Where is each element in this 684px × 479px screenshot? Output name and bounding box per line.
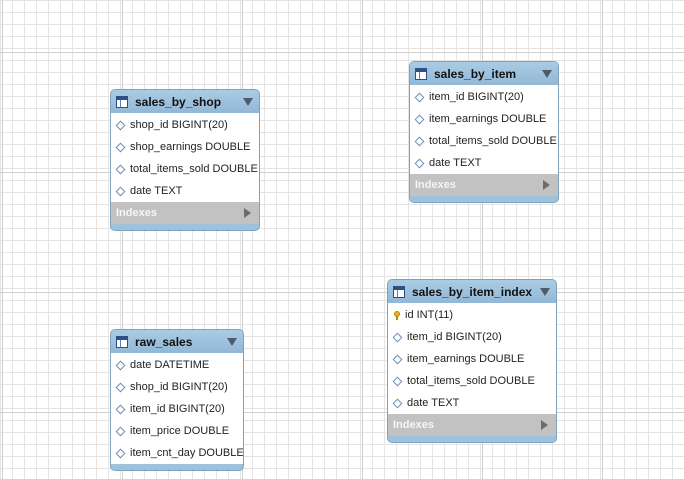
diamond-icon (115, 360, 126, 370)
collapse-triangle-icon[interactable] (542, 69, 552, 78)
table-footer (410, 196, 558, 202)
column-label: item_earnings DOUBLE (429, 113, 547, 125)
table-title: sales_by_shop (135, 94, 222, 109)
diamond-icon (115, 120, 126, 130)
column-list: shop_id BIGINT(20) shop_earnings DOUBLE … (111, 113, 259, 202)
table-header[interactable]: sales_by_item_index (388, 280, 556, 303)
column-row[interactable]: shop_id BIGINT(20) (111, 376, 243, 398)
indexes-label: Indexes (415, 179, 456, 191)
column-row[interactable]: id INT(11) (388, 304, 556, 326)
diamond-icon (414, 114, 425, 124)
column-label: id INT(11) (405, 309, 454, 321)
column-row[interactable]: total_items_sold DOUBLE (410, 130, 558, 152)
column-row[interactable]: item_id BIGINT(20) (410, 86, 558, 108)
table-footer (111, 464, 243, 470)
key-icon (394, 310, 400, 320)
table-sales-by-shop[interactable]: sales_by_shop shop_id BIGINT(20) shop_ea… (110, 89, 260, 231)
column-row[interactable]: total_items_sold DOUBLE (111, 158, 259, 180)
diamond-icon (414, 92, 425, 102)
diamond-icon (115, 382, 126, 392)
diamond-icon (115, 142, 126, 152)
column-label: shop_id BIGINT(20) (130, 381, 228, 393)
diamond-icon (115, 164, 126, 174)
table-title: raw_sales (135, 334, 193, 349)
column-row[interactable]: date TEXT (111, 180, 259, 202)
column-row[interactable]: item_earnings DOUBLE (410, 108, 558, 130)
table-raw-sales[interactable]: raw_sales date DATETIME shop_id BIGINT(2… (110, 329, 244, 471)
diamond-icon (392, 376, 403, 386)
table-sales-by-item[interactable]: sales_by_item item_id BIGINT(20) item_ea… (409, 61, 559, 203)
column-label: date TEXT (429, 157, 482, 169)
table-title: sales_by_item (434, 66, 517, 81)
column-label: date TEXT (130, 185, 183, 197)
column-label: item_price DOUBLE (130, 425, 230, 437)
column-row[interactable]: item_cnt_day DOUBLE (111, 442, 243, 464)
column-label: item_id BIGINT(20) (130, 403, 225, 415)
diamond-icon (115, 404, 126, 414)
column-label: item_cnt_day DOUBLE (130, 447, 244, 459)
indexes-label: Indexes (393, 419, 434, 431)
table-icon (415, 67, 427, 80)
table-header[interactable]: sales_by_shop (111, 90, 259, 113)
diamond-icon (414, 158, 425, 168)
table-footer (111, 224, 259, 230)
column-row[interactable]: date TEXT (388, 392, 556, 414)
expand-triangle-icon[interactable] (541, 420, 548, 430)
diamond-icon (115, 448, 126, 458)
table-sales-by-item-index[interactable]: sales_by_item_index id INT(11) item_id B… (387, 279, 557, 443)
expand-triangle-icon[interactable] (543, 180, 550, 190)
column-label: total_items_sold DOUBLE (429, 135, 557, 147)
column-label: shop_earnings DOUBLE (130, 141, 251, 153)
table-header[interactable]: raw_sales (111, 330, 243, 353)
table-icon (393, 285, 405, 298)
column-label: date DATETIME (130, 359, 210, 371)
column-label: item_earnings DOUBLE (407, 353, 525, 365)
diamond-icon (392, 354, 403, 364)
table-footer (388, 436, 556, 442)
column-label: item_id BIGINT(20) (429, 91, 524, 103)
indexes-section[interactable]: Indexes (410, 174, 558, 196)
indexes-section[interactable]: Indexes (388, 414, 556, 436)
column-row[interactable]: item_id BIGINT(20) (388, 326, 556, 348)
diamond-icon (392, 398, 403, 408)
diamond-icon (392, 332, 403, 342)
column-label: item_id BIGINT(20) (407, 331, 502, 343)
column-row[interactable]: date TEXT (410, 152, 558, 174)
column-row[interactable]: total_items_sold DOUBLE (388, 370, 556, 392)
indexes-label: Indexes (116, 207, 157, 219)
collapse-triangle-icon[interactable] (243, 97, 253, 106)
column-list: date DATETIME shop_id BIGINT(20) item_id… (111, 353, 243, 464)
column-row[interactable]: shop_earnings DOUBLE (111, 136, 259, 158)
diamond-icon (115, 426, 126, 436)
table-title: sales_by_item_index (412, 284, 533, 299)
diamond-icon (115, 186, 126, 196)
collapse-triangle-icon[interactable] (227, 337, 237, 346)
column-row[interactable]: item_earnings DOUBLE (388, 348, 556, 370)
column-list: item_id BIGINT(20) item_earnings DOUBLE … (410, 85, 558, 174)
table-header[interactable]: sales_by_item (410, 62, 558, 85)
indexes-section[interactable]: Indexes (111, 202, 259, 224)
column-row[interactable]: date DATETIME (111, 354, 243, 376)
column-label: total_items_sold DOUBLE (130, 163, 258, 175)
table-icon (116, 335, 128, 348)
column-label: total_items_sold DOUBLE (407, 375, 535, 387)
expand-triangle-icon[interactable] (244, 208, 251, 218)
table-icon (116, 95, 128, 108)
column-label: shop_id BIGINT(20) (130, 119, 228, 131)
diamond-icon (414, 136, 425, 146)
collapse-triangle-icon[interactable] (540, 287, 550, 296)
column-row[interactable]: item_price DOUBLE (111, 420, 243, 442)
column-row[interactable]: item_id BIGINT(20) (111, 398, 243, 420)
column-list: id INT(11) item_id BIGINT(20) item_earni… (388, 303, 556, 414)
column-row[interactable]: shop_id BIGINT(20) (111, 114, 259, 136)
column-label: date TEXT (407, 397, 460, 409)
